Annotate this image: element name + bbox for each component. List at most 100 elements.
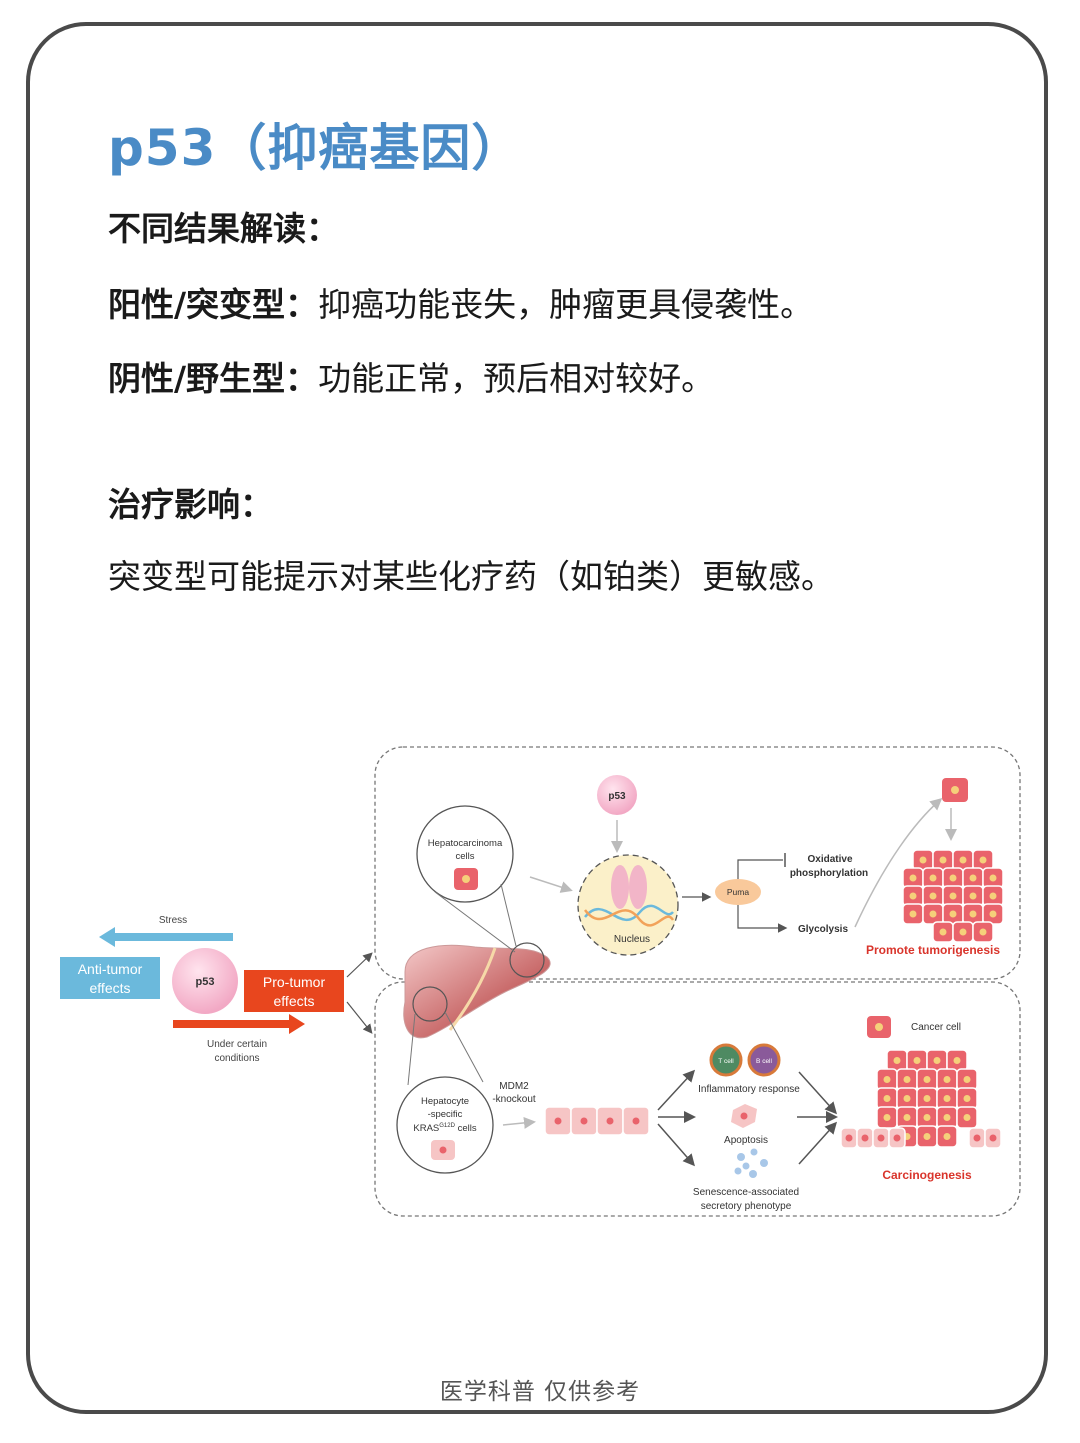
negative-result: 阴性/野生型：功能正常，预后相对较好。 — [108, 352, 714, 400]
zoom-line-top-1 — [500, 883, 517, 947]
tumor-cell-nucleus — [923, 1133, 931, 1140]
tumor-cell-nucleus — [909, 892, 917, 900]
tumor-cell-nucleus — [969, 874, 977, 882]
content-card — [26, 22, 1048, 1414]
puma — [715, 879, 761, 905]
negative-label: 阴性/野生型： — [108, 359, 319, 398]
treatment-heading: 治疗影响： — [108, 485, 273, 524]
normal-cell-nucleus — [973, 1134, 981, 1142]
senescence-dot-5 — [734, 1167, 742, 1175]
tumor-cell-nucleus — [943, 1114, 951, 1121]
arrow-to-senescence — [657, 1123, 695, 1167]
anti-tumor-label-1: Anti-tumor — [78, 961, 143, 977]
carcinogenesis-label: Carcinogenesis — [882, 1168, 972, 1182]
normal-cell-nucleus — [845, 1134, 853, 1142]
nucleus-label: Nucleus — [614, 934, 650, 945]
tumor-cell-nucleus — [909, 910, 917, 918]
normal-cell-nucleus — [861, 1134, 869, 1142]
p53-top-label: p53 — [608, 791, 626, 802]
tumor-cell-nucleus — [949, 874, 957, 882]
positive-result: 阳性/突变型：抑癌功能丧失，肿瘤更具侵袭性。 — [108, 278, 813, 326]
tumor-cell-nucleus — [903, 1076, 911, 1083]
tumor-cell-nucleus — [893, 1057, 901, 1064]
page-title: p53（抑癌基因） — [108, 119, 523, 177]
tumor-cell-nucleus — [883, 1095, 891, 1102]
top-cancer-cell-nucleus — [951, 786, 959, 794]
hepatocyte-row-cell-nucleus — [580, 1117, 588, 1125]
hepatocyte-row — [544, 1106, 650, 1136]
apoptosis-label: Apoptosis — [724, 1135, 768, 1146]
inhibit-line — [737, 859, 783, 879]
tumor-cell-nucleus — [923, 1114, 931, 1121]
hepatocyte-row-cell-nucleus — [606, 1117, 614, 1125]
pro-tumor-label-1: Pro-tumor — [263, 974, 326, 990]
tumor-cell-nucleus — [923, 1095, 931, 1102]
dna-strand-1 — [584, 904, 674, 921]
t-cell — [709, 1043, 743, 1077]
tumor-cell-nucleus — [979, 856, 987, 864]
p53-center-label: p53 — [196, 976, 215, 988]
tumor-cell-nucleus — [949, 910, 957, 918]
liver-zoom-top — [509, 942, 545, 978]
arrow-senescence-to-tumor — [798, 1121, 838, 1165]
hepatocyte-row-cell-nucleus — [554, 1117, 562, 1125]
hepatocyte-label-3: KRASG12D cells — [413, 1123, 476, 1134]
tumor-cell-nucleus — [929, 892, 937, 900]
tumor-mass-bottom — [840, 1049, 1002, 1149]
positive-text: 抑癌功能丧失，肿瘤更具侵袭性。 — [318, 285, 814, 324]
tumor-cell-nucleus — [949, 892, 957, 900]
normal-cell-nucleus — [893, 1134, 901, 1142]
mdm2-label-1: MDM2 — [499, 1081, 529, 1092]
senescence-label-2: secretory phenotype — [701, 1201, 792, 1212]
arrow-to-inflammation — [657, 1069, 696, 1111]
p53-center-ball — [172, 948, 238, 1014]
tumor-cell-nucleus — [933, 1057, 941, 1064]
tumor-cell-nucleus — [943, 1076, 951, 1083]
results-heading: 不同结果解读： — [108, 209, 339, 248]
arrow-inflammation-to-tumor — [798, 1071, 838, 1115]
glycolysis-line — [737, 905, 788, 933]
tumor-cell-nucleus — [989, 892, 997, 900]
curve-arrow-up — [854, 798, 943, 928]
arrow-to-nucleus — [529, 876, 573, 893]
cancer-cell-label: Cancer cell — [911, 1022, 961, 1033]
mdm2-label-2: -knockout — [492, 1094, 536, 1105]
tumor-cell-nucleus — [883, 1076, 891, 1083]
cancer-cell-legend-nucleus — [875, 1023, 883, 1031]
senescence-dots — [734, 1148, 768, 1178]
tumor-cell-nucleus — [953, 1057, 961, 1064]
hepatocyte-cell-nucleus — [439, 1146, 447, 1154]
oxidative-label-2: phosphorylation — [790, 868, 868, 879]
promote-tumorigenesis-label: Promote tumorigenesis — [866, 943, 1000, 957]
hepatocarcinoma-cell-nucleus — [462, 875, 470, 883]
tumor-cell-nucleus — [969, 910, 977, 918]
b-cell-label: B cell — [756, 1058, 772, 1065]
normal-cell-nucleus — [989, 1134, 997, 1142]
t-cell-label: T cell — [718, 1058, 734, 1065]
hepatocarcinoma-label-2: cells — [455, 851, 474, 862]
tumor-cell-nucleus — [963, 1076, 971, 1083]
anti-tumor-label-2: effects — [90, 980, 131, 996]
tumor-cell-nucleus — [989, 874, 997, 882]
tumor-cell-nucleus — [969, 892, 977, 900]
apoptosis-nucleus — [740, 1112, 748, 1120]
tumor-cell-nucleus — [923, 1076, 931, 1083]
tumor-cell-nucleus — [989, 910, 997, 918]
stress-arrow-head — [99, 927, 115, 947]
dna-strand-2 — [583, 909, 675, 927]
tumor-cell-nucleus — [929, 910, 937, 918]
tumor-cell-nucleus — [939, 928, 947, 936]
to-top-arrow — [346, 952, 373, 978]
negative-text: 功能正常，预后相对较好。 — [318, 359, 715, 398]
tumor-cell-nucleus — [979, 928, 987, 936]
top-panel-frame — [374, 746, 1021, 980]
conditions-arrow-head — [289, 1014, 305, 1034]
senescence-dot-3 — [742, 1162, 750, 1170]
hepatocyte-label-1: Hepatocyte — [421, 1096, 469, 1107]
b-cell — [747, 1043, 781, 1077]
bottom-panel-frame — [374, 981, 1021, 1217]
tumor-cell-nucleus — [919, 856, 927, 864]
zoom-line-top-2 — [434, 891, 516, 953]
anti-tumor-box — [60, 957, 160, 999]
hepatocyte-zoom-circle — [396, 1076, 494, 1174]
